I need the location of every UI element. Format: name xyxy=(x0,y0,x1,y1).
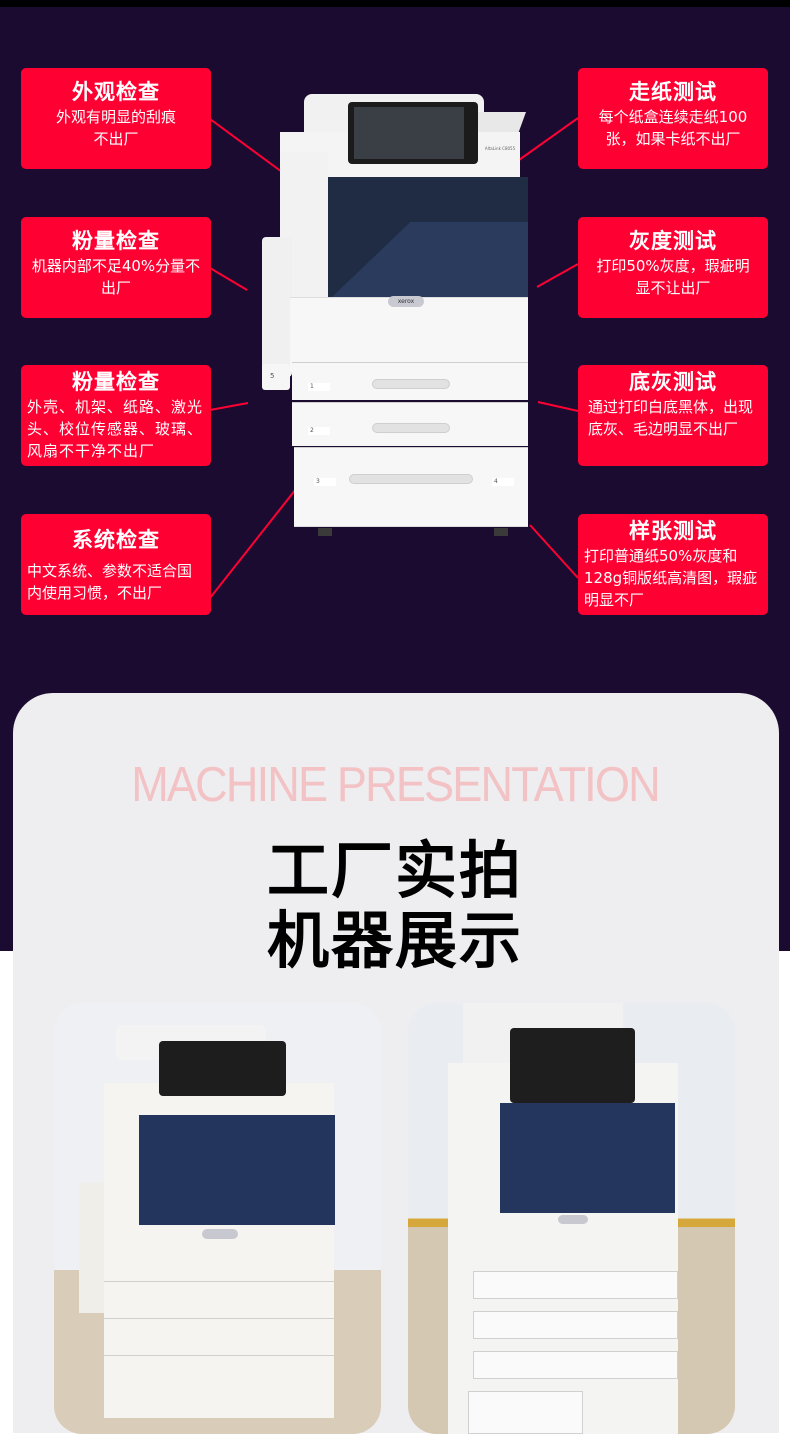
title-line-1: 工厂实拍 xyxy=(266,834,523,907)
caster-wheel xyxy=(494,528,508,536)
callout-grayscale-test: 灰度测试 打印50%灰度，瑕疵明显不让出厂 xyxy=(578,217,768,318)
tray-handle xyxy=(372,379,450,389)
callout-toner-check: 粉量检查 机器内部不足40%分量不出厂 xyxy=(21,217,211,318)
callout-cleanliness-check: 粉量检查 外壳、机架、纸路、激光头、校位传感器、玻璃、风扇不干净不出厂 xyxy=(21,365,211,466)
callout-desc: 中文系统、参数不适合国内使用习惯，不出厂 xyxy=(27,562,193,602)
paper-tray-1: 1 xyxy=(292,362,528,400)
xerox-logo: xerox xyxy=(388,296,424,307)
callout-title: 粉量检查 xyxy=(72,370,160,394)
callout-title: 系统检查 xyxy=(72,528,160,552)
callout-desc: 打印普通纸50%灰度和128g铜版纸高清图，瑕疵明显不厂 xyxy=(584,547,758,609)
tray-handle xyxy=(372,423,450,433)
top-strip xyxy=(0,0,790,7)
paper-tray-2: 2 xyxy=(292,402,528,446)
callout-background-gray-test: 底灰测试 通过打印白底黑体，出现底灰、毛边明显不出厂 xyxy=(578,365,768,466)
presentation-subtitle-en: MACHINE PRESENTATION xyxy=(131,758,660,812)
xerox-logo xyxy=(202,1229,238,1239)
callout-desc: 机器内部不足40%分量不出厂 xyxy=(31,257,201,297)
title-line-2: 机器展示 xyxy=(266,904,523,977)
callout-title: 粉量检查 xyxy=(72,229,160,253)
callout-title: 样张测试 xyxy=(629,519,717,543)
callout-desc: 外观有明显的刮痕不出厂 xyxy=(55,108,176,148)
touch-screen xyxy=(348,102,478,164)
callout-system-check: 系统检查 中文系统、参数不适合国内使用习惯，不出厂 xyxy=(21,514,211,615)
tray-label-5: 5 xyxy=(262,364,290,390)
callout-sample-test: 样张测试 打印普通纸50%灰度和128g铜版纸高清图，瑕疵明显不厂 xyxy=(578,514,768,615)
paper-tray-3-4: 3 4 xyxy=(294,447,528,527)
callout-desc: 打印50%灰度，瑕疵明显不让出厂 xyxy=(596,257,750,297)
caster-wheel xyxy=(318,528,332,536)
callout-title: 外观检查 xyxy=(72,80,160,104)
callout-desc: 每个纸盒连续走纸100张，如果卡纸不出厂 xyxy=(598,108,748,148)
callout-appearance-check: 外观检查 外观有明显的刮痕不出厂 xyxy=(21,68,211,169)
photo-machine-front xyxy=(54,1003,381,1434)
xerox-logo xyxy=(558,1215,588,1224)
callout-desc: 外壳、机架、纸路、激光头、校位传感器、玻璃、风扇不干净不出厂 xyxy=(27,398,204,460)
model-label: AltaLink C8055 xyxy=(484,146,516,151)
printer-body xyxy=(290,297,528,372)
photo-machine-trays-open xyxy=(408,1003,735,1434)
tray-label-1: 1 xyxy=(308,383,330,391)
tray-label-2: 2 xyxy=(308,427,330,435)
tray-label-4: 4 xyxy=(492,478,514,486)
callout-desc: 通过打印白底黑体，出现底灰、毛边明显不出厂 xyxy=(588,398,754,438)
callout-title: 底灰测试 xyxy=(629,370,717,394)
callout-title: 走纸测试 xyxy=(629,80,717,104)
presentation-title: 工厂实拍 机器展示 xyxy=(0,836,790,976)
tray-handle xyxy=(349,474,473,484)
printer-illustration: AltaLink C8055 5 xerox 1 2 3 4 xyxy=(262,92,534,537)
callout-paper-feed-test: 走纸测试 每个纸盒连续走纸100张，如果卡纸不出厂 xyxy=(578,68,768,169)
callout-title: 灰度测试 xyxy=(629,229,717,253)
bypass-tray xyxy=(262,237,292,377)
tray-label-3: 3 xyxy=(314,478,336,486)
